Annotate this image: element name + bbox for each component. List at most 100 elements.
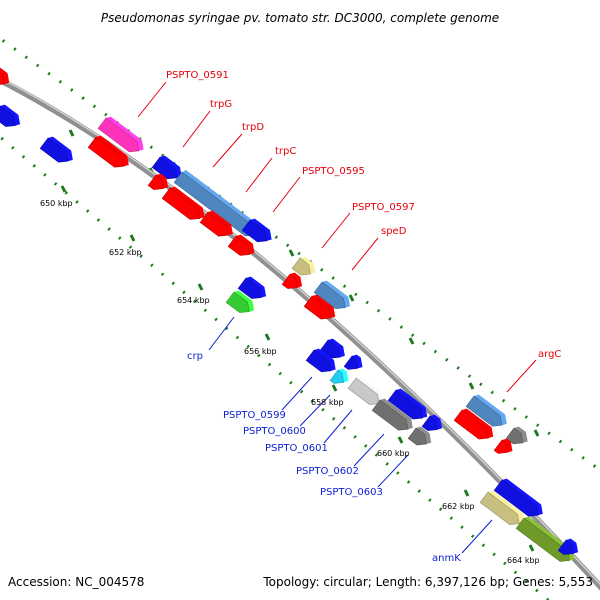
callout-line <box>212 133 243 168</box>
gene-track <box>0 66 579 562</box>
gene-arrow-top-face <box>352 354 363 369</box>
gene-arrow <box>199 210 233 237</box>
gene-arrow-top-face <box>524 516 575 561</box>
gene-arrow-front-face <box>151 156 178 180</box>
major-tick <box>468 382 475 390</box>
tick-label-662: 662 kbp <box>442 502 475 511</box>
gene-label-argc: argC <box>538 349 561 360</box>
tick-label-660: 660 kbp <box>377 449 410 458</box>
gene-arrow-front-face <box>305 349 332 373</box>
tick-label-650: 650 kbp <box>40 199 73 208</box>
major-tick <box>129 234 136 242</box>
gene-arrow-front-face <box>313 281 346 309</box>
gene-arrow <box>39 136 73 163</box>
gene-label-pspto-0603: PSPTO_0603 <box>320 487 383 498</box>
gene-arrow-top-face <box>234 290 255 312</box>
gene-arrow-top-face <box>380 398 413 430</box>
callout-line <box>321 212 351 249</box>
callout-line <box>281 376 313 411</box>
major-tick <box>348 294 355 302</box>
gene-arrow-front-face <box>557 539 574 555</box>
tick-label-652: 652 kbp <box>109 248 142 257</box>
gene-arrow-front-face <box>199 211 229 237</box>
gene-arrow-top-face <box>160 155 182 178</box>
gene-arrow <box>493 478 543 517</box>
gene-arrow-front-face <box>421 415 438 431</box>
gene-label-pspto-0601: PSPTO_0601 <box>265 443 328 454</box>
gene-arrow <box>97 116 144 153</box>
gene-arrow-front-face <box>291 257 311 276</box>
gene-label-trpd: trpD <box>242 122 264 133</box>
gene-arrow <box>147 173 169 190</box>
gene-arrow-front-face <box>465 395 503 427</box>
callout-line <box>272 176 301 213</box>
gene-arrow <box>505 426 528 445</box>
map-title: Pseudomonas syringae pv. tomato str. DC3… <box>101 11 499 25</box>
gene-arrow-front-face <box>281 273 298 289</box>
gene-label-pspto-0595: PSPTO_0595 <box>302 166 365 177</box>
gene-arrow-top-face <box>488 490 525 524</box>
gene-arrow-top-face <box>182 170 260 235</box>
gene-arrow <box>557 538 579 555</box>
major-tick <box>197 283 204 291</box>
callout-line <box>461 519 493 554</box>
gene-label-pspto-0599: PSPTO_0599 <box>223 410 286 421</box>
major-tick <box>533 429 540 437</box>
gene-arrow <box>313 280 351 309</box>
gene-arrow-top-face <box>246 276 267 298</box>
callout-line <box>323 409 353 444</box>
gene-arrow-top-face <box>416 426 432 445</box>
gene-arrow <box>453 408 494 440</box>
gene-arrow <box>241 218 272 243</box>
gene-arrow <box>407 426 432 446</box>
tick-row-1 <box>0 36 600 472</box>
gene-arrow-front-face <box>97 117 140 153</box>
accession-text: Accession: NC_004578 <box>8 575 144 589</box>
callout-line <box>353 433 385 467</box>
gene-label-sped: speD <box>381 226 407 237</box>
gene-arrow <box>493 438 513 454</box>
gene-arrow-front-face <box>0 67 5 86</box>
gene-arrow-top-face <box>170 186 205 219</box>
gene-arrow <box>303 294 336 320</box>
gene-label-anmk: anmK <box>432 553 461 564</box>
gene-arrow-top-face <box>462 408 494 439</box>
major-tick <box>397 436 404 444</box>
gene-arrow-front-face <box>241 219 268 243</box>
gene-arrow-front-face <box>387 389 423 420</box>
callout-line <box>377 454 409 488</box>
gene-arrow <box>329 368 349 384</box>
gene-arrow-front-face <box>227 235 251 256</box>
tick-label-658: 658 kbp <box>311 398 344 407</box>
gene-arrow-top-face <box>514 426 528 443</box>
gene-arrow-top-face <box>0 104 21 126</box>
gene-arrow-front-face <box>147 174 164 190</box>
gene-arrow-front-face <box>505 427 524 445</box>
gene-arrow <box>421 414 443 431</box>
gene-arrow-top-face <box>338 368 349 383</box>
gene-arrow-front-face <box>347 377 380 405</box>
scale-labels: 650 kbp 652 kbp 654 kbp 656 kbp 658 kbp … <box>40 199 540 565</box>
major-tick <box>331 384 338 392</box>
gene-label-pspto-0591: PSPTO_0591 <box>166 70 229 81</box>
gene-arrow <box>291 256 316 276</box>
label-callouts <box>137 81 537 554</box>
major-tick <box>60 185 67 193</box>
gene-arrow <box>343 354 363 370</box>
gene-arrow <box>0 104 21 127</box>
major-tick <box>463 489 470 497</box>
tick-label-656: 656 kbp <box>244 347 277 356</box>
gene-label-pspto-0600: PSPTO_0600 <box>243 426 306 437</box>
gene-arrow-top-face <box>0 66 10 85</box>
gene-arrow-front-face <box>39 137 69 163</box>
major-tick <box>264 333 271 341</box>
tick-label-654: 654 kbp <box>177 296 210 305</box>
gene-arrow-front-face <box>493 479 539 517</box>
gene-label-crp: crp <box>187 351 203 362</box>
gene-arrow <box>87 135 129 168</box>
tick-label-664: 664 kbp <box>507 556 540 565</box>
callout-line <box>137 81 167 118</box>
gene-arrow <box>0 66 10 86</box>
gene-arrow-front-face <box>453 409 489 440</box>
callout-line <box>182 110 211 148</box>
